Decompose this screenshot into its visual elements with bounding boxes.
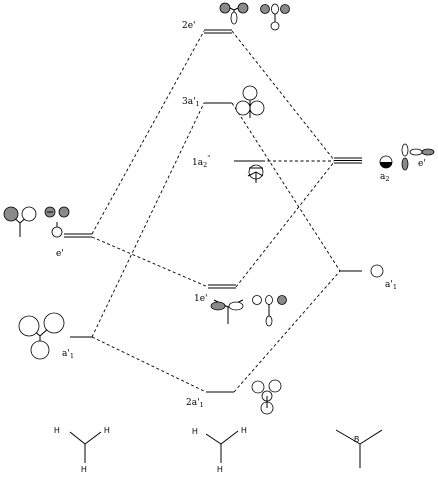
left-e-prime-orbital-1	[3, 206, 37, 237]
mo-2a1-prime-orbital	[251, 379, 282, 415]
left-level-e-prime	[64, 233, 92, 238]
mid-label-3a1-prime: 3a'1	[182, 97, 200, 108]
right-e-prime-p-orbitals	[401, 143, 435, 171]
mo-2e-prime-orbital-1	[219, 2, 249, 25]
atom-h-mid-2: H	[241, 426, 247, 435]
left-a1-prime-orbital	[18, 312, 65, 360]
correlation-lines	[91, 30, 341, 393]
right-label-e-prime: e'	[418, 159, 426, 169]
mo-1e-prime-orbital-1	[210, 299, 244, 324]
molecule-h3-left: H H H	[54, 426, 110, 474]
molecule-bh3-right: B	[335, 429, 383, 468]
atom-h-mid-3: H	[217, 465, 223, 474]
right-label-a2: a2	[380, 172, 390, 183]
mid-level-2e-prime	[204, 29, 232, 34]
mo-3a1-prime-orbital	[235, 85, 265, 118]
mid-label-2a1-prime: 2a'1	[186, 398, 204, 409]
mo-2e-prime-orbital-2	[260, 3, 290, 31]
mid-label-2e-prime: 2e'	[182, 21, 196, 31]
mid-label-1e-prime: 1e'	[194, 294, 208, 304]
atom-h-left-3: H	[81, 465, 87, 474]
right-level-p	[334, 157, 362, 164]
left-e-prime-orbital-2	[44, 206, 70, 238]
mid-level-1e-prime	[208, 284, 236, 289]
atom-h-mid-1: H	[192, 427, 198, 436]
mo-1a2-dprime-orbital	[247, 164, 264, 183]
left-label-e-prime: e'	[56, 249, 64, 259]
mid-label-1a2-dprime: 1a2"	[192, 154, 210, 169]
atom-h-left-1: H	[54, 426, 60, 435]
left-label-a1-prime: a'1	[62, 349, 74, 360]
right-label-a1-prime: a'1	[385, 280, 397, 291]
atom-b: B	[354, 435, 359, 444]
molecule-h3-middle: H H H	[192, 426, 247, 474]
right-a2-pz-orbital	[379, 155, 393, 169]
mo-1e-prime-orbital-2	[252, 295, 287, 327]
atom-h-left-2: H	[104, 426, 110, 435]
right-a1-s-orbital	[370, 264, 384, 278]
